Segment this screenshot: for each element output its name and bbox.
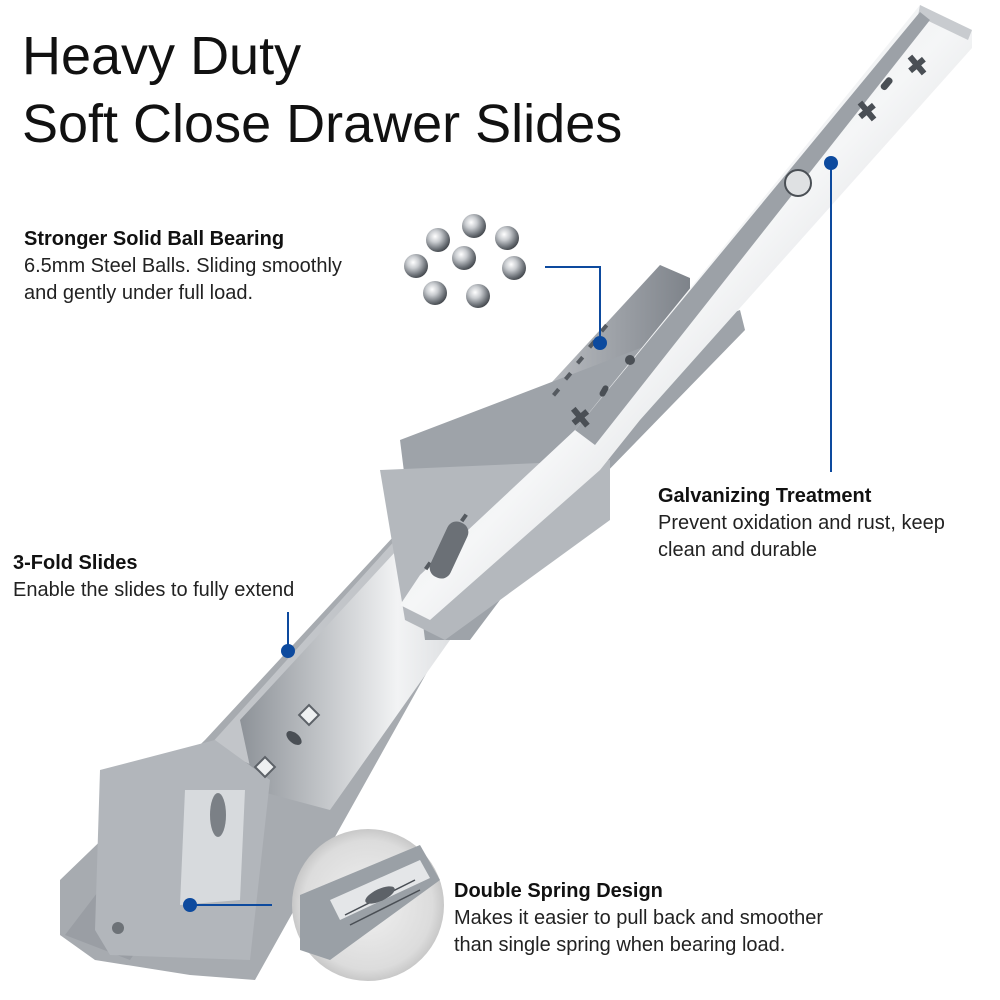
callout-ball-bearing: Stronger Solid Ball Bearing 6.5mm Steel … (24, 226, 404, 307)
three-fold-text: Enable the slides to fully extend (13, 579, 295, 601)
ball-bearing-heading: Stronger Solid Ball Bearing (24, 228, 285, 250)
callout-lines (190, 163, 832, 906)
steel-balls (404, 214, 526, 308)
ball-bearing-text: 6.5mm Steel Balls. Sliding smoothly and … (24, 255, 342, 304)
three-fold-heading: 3-Fold Slides (13, 552, 138, 574)
galvanizing-heading: Galvanizing Treatment (658, 485, 872, 507)
three-fold-marker (281, 644, 295, 658)
mounting-holes (253, 54, 927, 779)
double-spring-inset (292, 829, 444, 981)
galvanizing-marker (824, 156, 838, 170)
ball-bearing-marker (593, 336, 607, 350)
title-line-1: Heavy Duty (22, 26, 302, 86)
double-spring-text: Makes it easier to pull back and smoothe… (454, 907, 824, 956)
page-title: Heavy Duty Soft Close Drawer Slides (22, 22, 622, 158)
galvanizing-text: Prevent oxidation and rust, keep clean a… (658, 512, 945, 561)
callout-dots (183, 156, 838, 912)
callout-three-fold: 3-Fold Slides Enable the slides to fully… (13, 550, 353, 604)
rear-bracket (95, 740, 270, 960)
callout-double-spring: Double Spring Design Makes it easier to … (454, 878, 894, 959)
double-spring-marker (183, 898, 197, 912)
double-spring-heading: Double Spring Design (454, 880, 663, 902)
callout-galvanizing: Galvanizing Treatment Prevent oxidation … (658, 483, 998, 564)
title-line-2: Soft Close Drawer Slides (22, 94, 623, 154)
